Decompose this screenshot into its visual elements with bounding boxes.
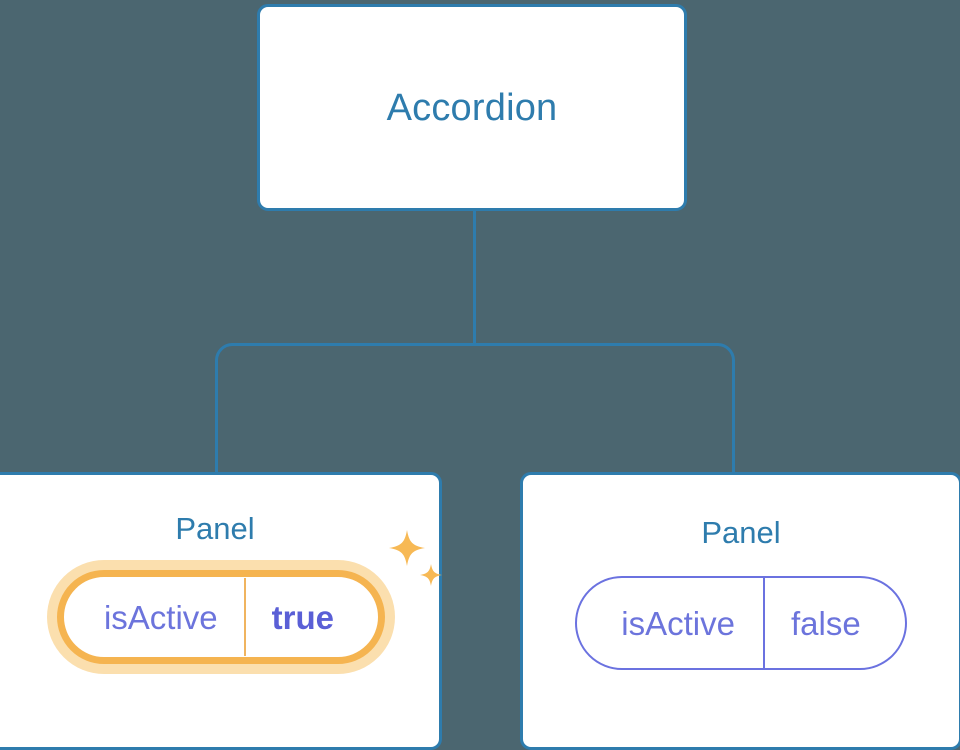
- prop-pill-isactive-true[interactable]: isActive true: [56, 570, 386, 664]
- tree-connectors: [215, 210, 735, 474]
- prop-pill-isactive-false[interactable]: isActive false: [575, 576, 907, 670]
- node-panel-inactive[interactable]: Panel isActive false: [520, 472, 960, 750]
- node-title: Panel: [701, 515, 781, 550]
- sparkles-group: [389, 530, 442, 586]
- sparkle-small-icon: [420, 564, 442, 586]
- connector-branch-right: [474, 343, 735, 474]
- prop-key: isActive: [103, 598, 218, 636]
- prop-divider: [243, 578, 246, 656]
- prop-pill-container: isActive true: [0, 530, 445, 664]
- prop-key: isActive: [621, 604, 735, 642]
- node-title: Accordion: [386, 86, 558, 129]
- prop-value: true: [271, 598, 335, 636]
- prop-divider: [762, 578, 765, 668]
- prop-pill-container: isActive false: [523, 576, 959, 670]
- prop-value: false: [790, 604, 861, 642]
- component-tree-diagram: Accordion Panel isActive true Panel isAc…: [0, 4, 960, 750]
- node-panel-active[interactable]: Panel isActive true: [0, 472, 442, 750]
- sparkle-large-icon: [389, 530, 425, 566]
- connector-branch-left: [215, 343, 475, 474]
- node-accordion[interactable]: Accordion: [257, 4, 687, 211]
- node-title: Panel: [175, 511, 255, 546]
